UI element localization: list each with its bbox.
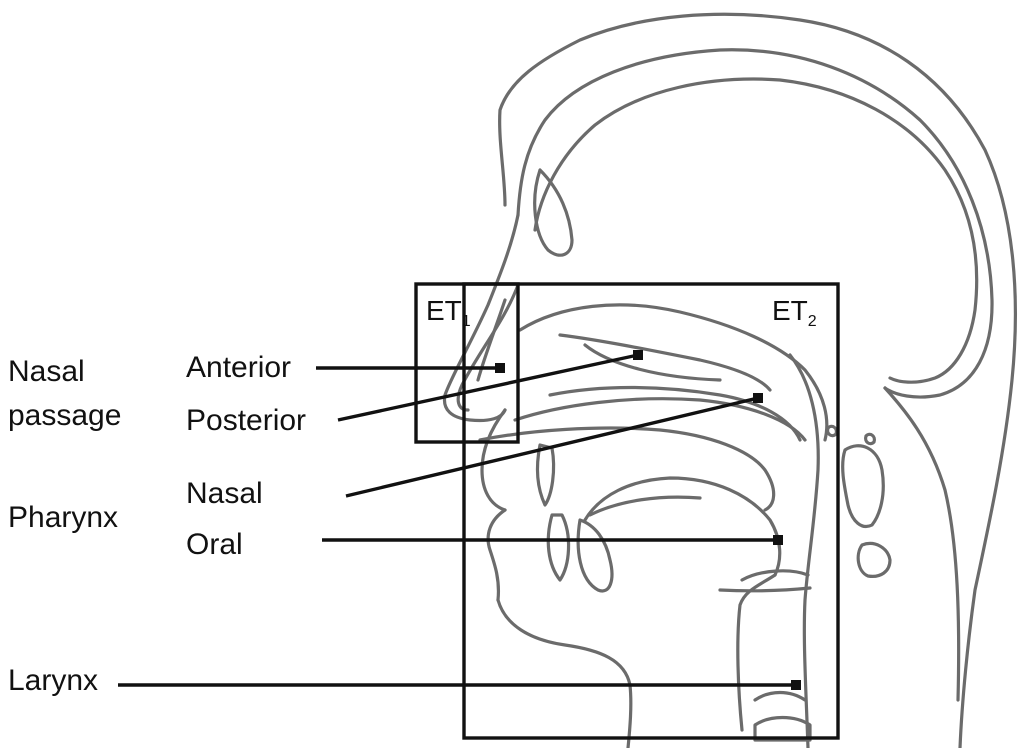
epiglottis	[740, 569, 810, 582]
anterior-label: Anterior	[186, 351, 292, 384]
marker-larynx	[791, 680, 801, 690]
teeth-upper	[535, 443, 556, 507]
teeth-lower	[546, 513, 571, 582]
nasal-cavity-turbinate-2	[583, 343, 722, 382]
brain-outline	[533, 77, 979, 384]
et2-label-subscript: 2	[807, 313, 817, 330]
pharynx-label: Pharynx	[8, 501, 119, 534]
et1-label: ET1	[426, 296, 471, 337]
larynx-band	[718, 586, 812, 593]
nasal-passage-label: Nasal passage	[8, 355, 122, 432]
lower-lip	[486, 508, 507, 602]
marker-anterior	[495, 363, 505, 373]
skull-inner	[516, 48, 994, 399]
leader-posterior	[337, 353, 639, 422]
ear-lobe	[856, 541, 892, 578]
et1-label-subscript: 1	[461, 313, 471, 330]
ear-small-2	[864, 432, 876, 446]
nasal-cavity-upper	[518, 303, 829, 442]
pharynx-oral-label: Oral	[186, 528, 243, 561]
marker-pharynx-oral	[773, 535, 783, 545]
pharynx-nasal-label: Nasal	[186, 477, 263, 510]
tongue-inner	[588, 495, 702, 517]
neck-back	[883, 386, 961, 702]
et2-region-box	[462, 282, 840, 740]
tongue	[583, 476, 782, 577]
pharynx-anterior	[736, 573, 777, 732]
marker-posterior	[633, 350, 643, 360]
nasal-cavity-floor	[513, 397, 807, 442]
chin-jaw	[496, 598, 633, 748]
marker-pharynx-nasal	[753, 393, 763, 403]
ear-outer	[841, 444, 885, 528]
nasal-cartilage	[476, 298, 507, 382]
hard-palate	[478, 426, 776, 512]
leader-lines	[118, 350, 801, 690]
nose-profile	[442, 213, 520, 423]
nasal-cavity-turbinate-1	[558, 333, 772, 392]
upper-lip	[480, 408, 507, 512]
skull-outer	[498, 12, 1017, 748]
vocal-fold	[753, 690, 807, 702]
nasal-cavity-lower	[548, 385, 802, 442]
posterior-label: Posterior	[186, 404, 307, 437]
et2-label-base: ET	[772, 295, 808, 326]
pharynx-posterior-wall	[788, 353, 820, 748]
frontal-sinus	[533, 168, 574, 257]
mandible	[576, 518, 614, 593]
larynx-label: Larynx	[8, 664, 99, 697]
et1-label-base: ET	[426, 295, 462, 326]
leader-pharynx-nasal	[345, 396, 759, 498]
et2-label: ET2	[772, 296, 817, 337]
head-outline	[442, 12, 1017, 748]
ear-small-1	[826, 424, 838, 438]
